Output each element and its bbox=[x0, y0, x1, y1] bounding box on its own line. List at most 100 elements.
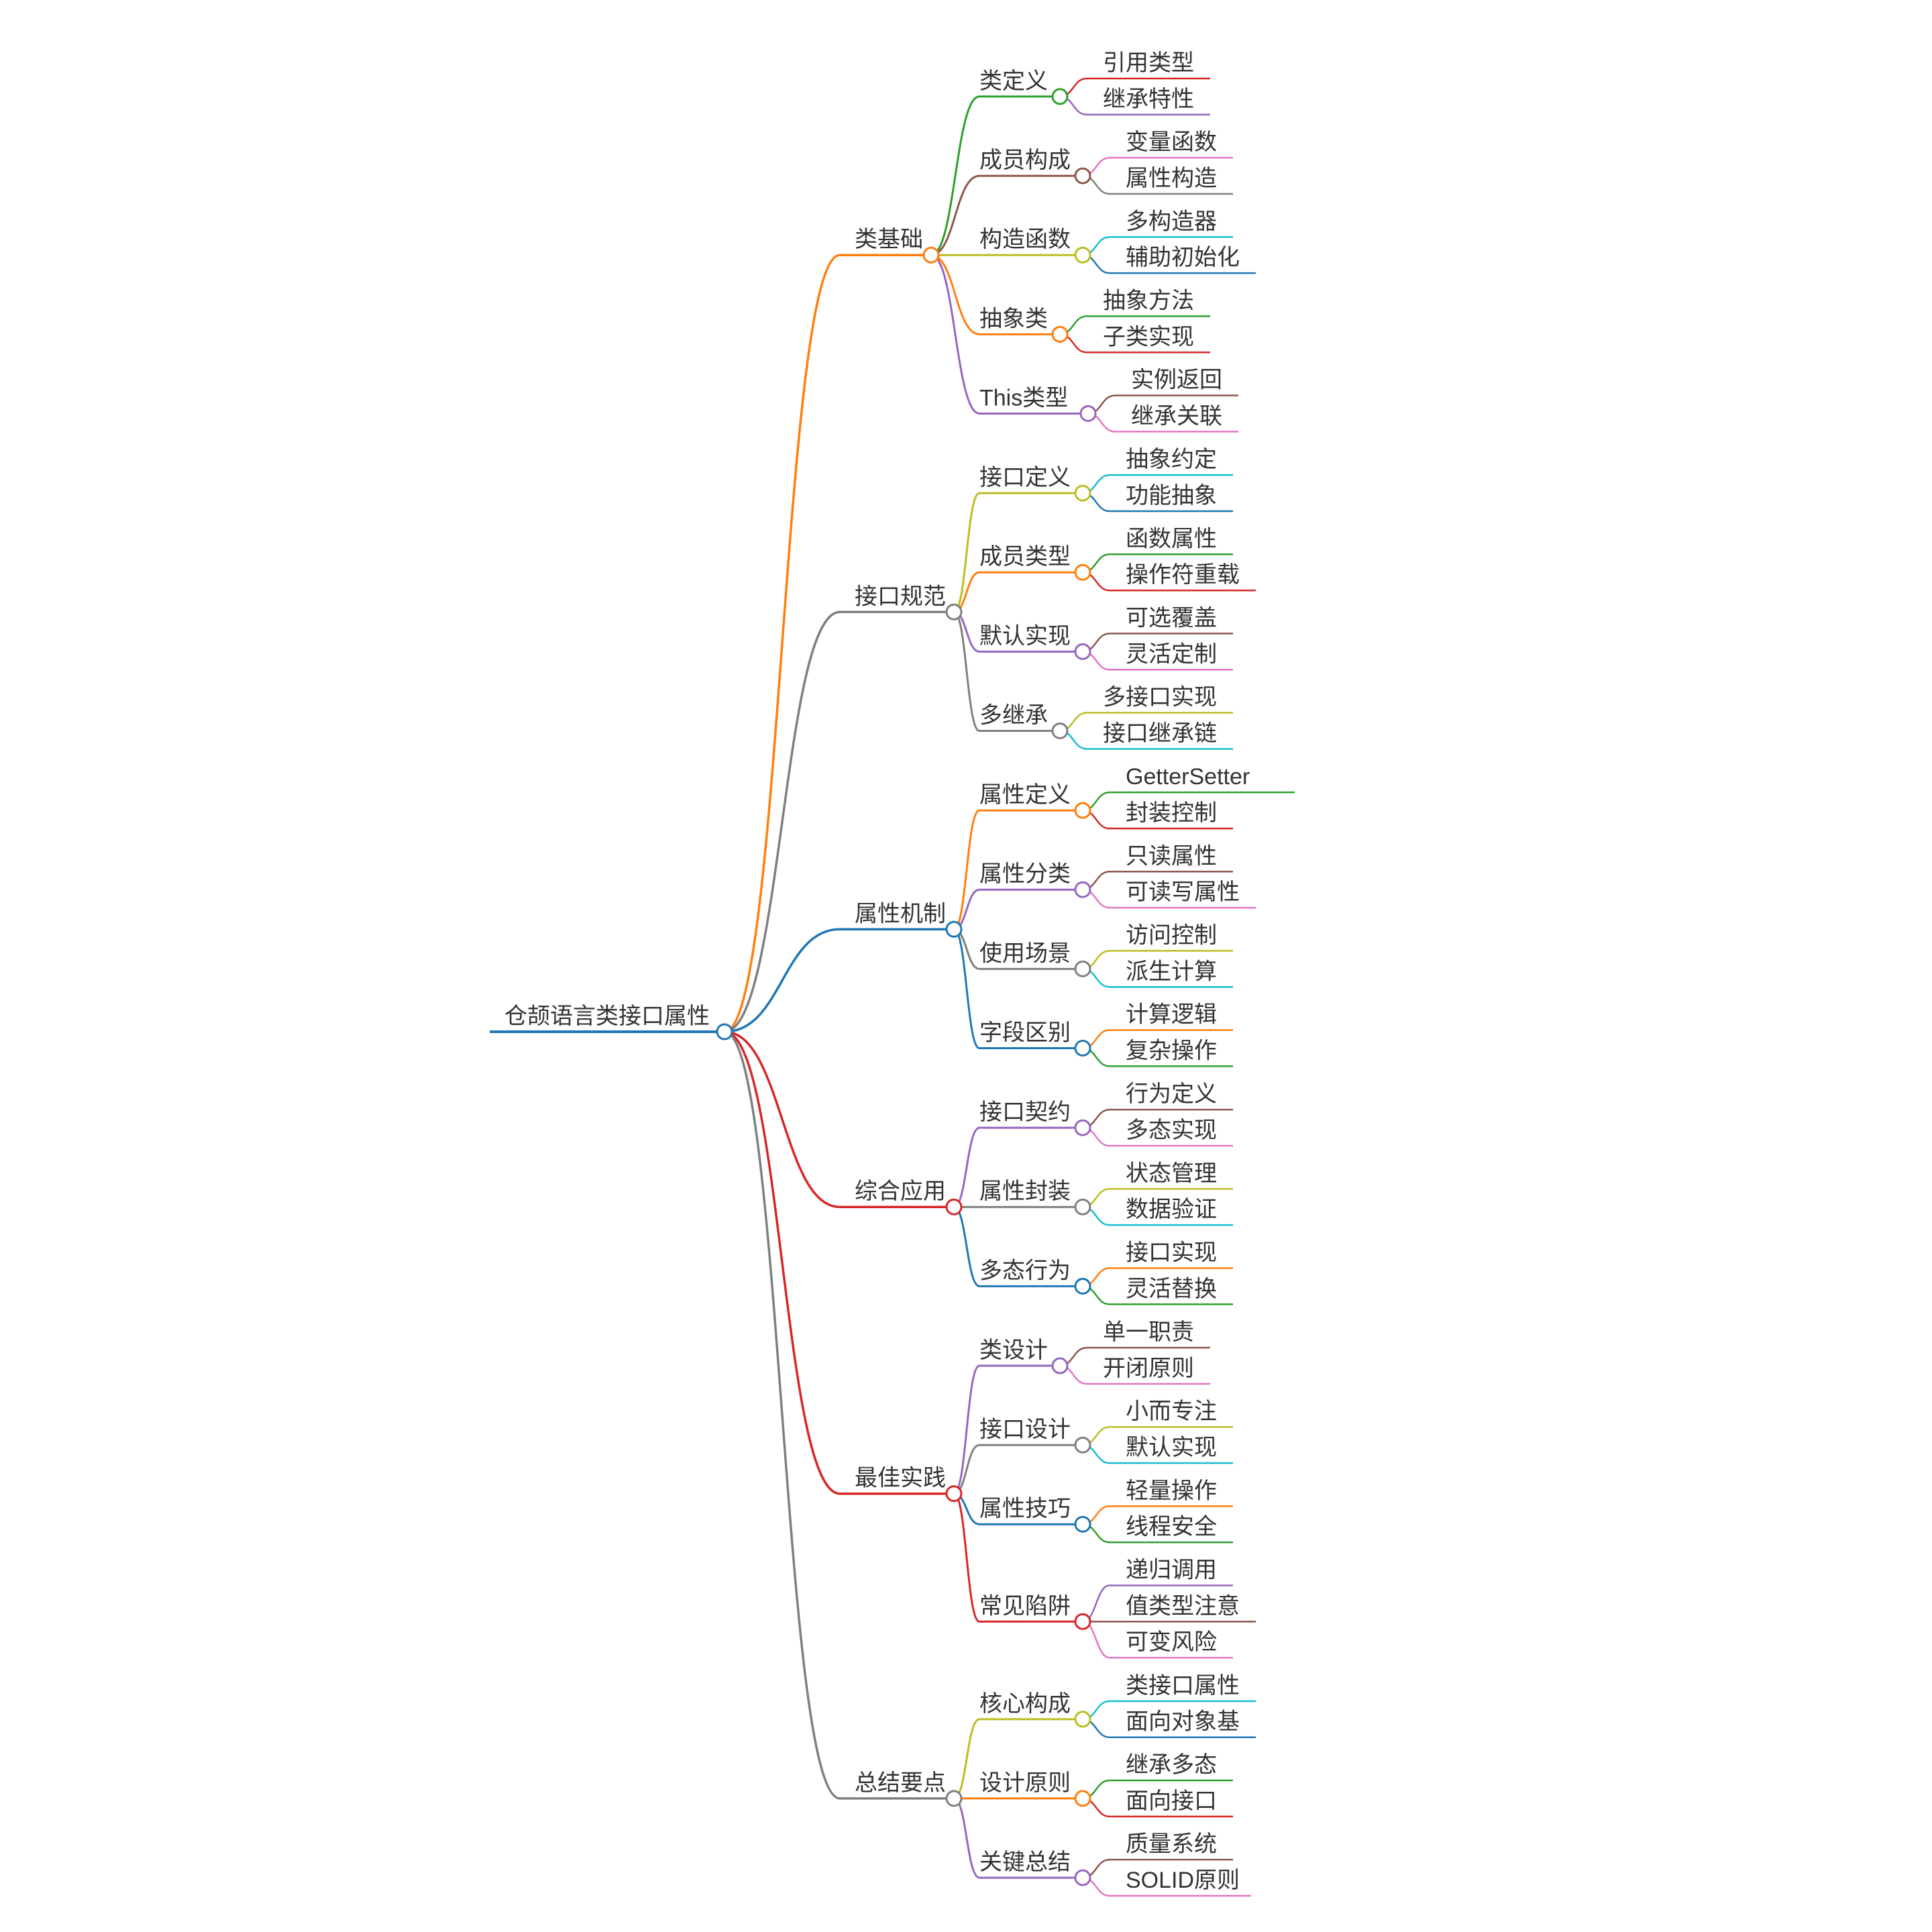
leaf-label: 多接口实现 bbox=[1103, 685, 1217, 710]
leaf-label: 计算逻辑 bbox=[1126, 1002, 1217, 1028]
sub-branch-label: 使用场景 bbox=[979, 941, 1071, 966]
leaf-label: 抽象方法 bbox=[1103, 288, 1194, 313]
sub-branch-label: 字段区别 bbox=[979, 1020, 1071, 1045]
leaf-label: 只读属性 bbox=[1126, 843, 1217, 869]
leaf-label: 可读写属性 bbox=[1126, 879, 1240, 905]
leaf-label: 继承多态 bbox=[1126, 1752, 1217, 1778]
sub-branch-node[interactable] bbox=[1051, 1357, 1069, 1375]
leaf-label: 面向对象基 bbox=[1126, 1709, 1240, 1735]
branch-label: 总结要点 bbox=[855, 1770, 946, 1796]
branch-edge bbox=[724, 610, 841, 1033]
sub-branch-node[interactable] bbox=[1074, 1869, 1091, 1886]
sub-branch-edge bbox=[930, 254, 980, 335]
leaf-label: 状态管理 bbox=[1126, 1161, 1217, 1186]
sub-branch-node[interactable] bbox=[1079, 405, 1097, 422]
leaf-label: 多构造器 bbox=[1126, 209, 1217, 234]
sub-branch-node[interactable] bbox=[1051, 722, 1069, 739]
sub-branch-node[interactable] bbox=[1074, 564, 1091, 581]
sub-branch-label: 成员类型 bbox=[979, 544, 1071, 570]
leaf-label: 灵活定制 bbox=[1126, 641, 1217, 667]
sub-branch-node[interactable] bbox=[1074, 1790, 1091, 1807]
sub-branch-label: This类型 bbox=[979, 385, 1068, 411]
sub-branch-node[interactable] bbox=[1074, 1436, 1091, 1454]
sub-branch-node[interactable] bbox=[1074, 802, 1091, 819]
sub-branch-label: 构造函数 bbox=[979, 227, 1071, 252]
mindmap-edges bbox=[490, 77, 1295, 1897]
sub-branch-node[interactable] bbox=[1074, 484, 1091, 502]
leaf-label: 子类实现 bbox=[1103, 324, 1194, 350]
leaf-label: 开闭原则 bbox=[1103, 1356, 1194, 1381]
sub-branch-node[interactable] bbox=[1074, 1711, 1091, 1728]
branch-edge bbox=[724, 928, 841, 1033]
leaf-label: 数据验证 bbox=[1126, 1197, 1217, 1222]
branch-edge bbox=[724, 1030, 841, 1495]
leaf-label: 单一职责 bbox=[1103, 1320, 1194, 1345]
leaf-label: 质量系统 bbox=[1126, 1831, 1217, 1857]
sub-branch-label: 属性分类 bbox=[979, 861, 1071, 887]
sub-branch-edge bbox=[930, 174, 980, 256]
sub-branch-node[interactable] bbox=[1074, 1039, 1091, 1057]
leaf-label: 功能抽象 bbox=[1126, 483, 1217, 508]
sub-branch-node[interactable] bbox=[1051, 325, 1069, 343]
branch-node[interactable] bbox=[945, 920, 963, 938]
sub-branch-node[interactable] bbox=[1074, 246, 1091, 264]
sub-branch-label: 成员构成 bbox=[979, 148, 1071, 173]
leaf-label: 派生计算 bbox=[1126, 959, 1217, 984]
sub-branch-node[interactable] bbox=[1074, 1119, 1091, 1136]
leaf-label: 小而专注 bbox=[1126, 1399, 1217, 1424]
sub-branch-label: 接口定义 bbox=[979, 465, 1071, 490]
sub-branch-node[interactable] bbox=[1074, 881, 1091, 898]
leaf-label: 实例返回 bbox=[1131, 368, 1222, 393]
branch-edge bbox=[724, 1030, 841, 1800]
leaf-label: 接口继承链 bbox=[1103, 720, 1217, 746]
sub-branch-node[interactable] bbox=[1074, 643, 1091, 660]
sub-branch-label: 属性封装 bbox=[979, 1179, 1071, 1204]
branch-node[interactable] bbox=[922, 246, 940, 264]
leaf-label: 可变风险 bbox=[1126, 1629, 1217, 1655]
branch-edge bbox=[724, 254, 841, 1033]
branch-node[interactable] bbox=[945, 1790, 963, 1807]
sub-branch-edge bbox=[953, 1797, 980, 1879]
leaf-label: 继承特性 bbox=[1103, 87, 1194, 112]
branch-label: 综合应用 bbox=[855, 1179, 946, 1204]
sub-branch-edge bbox=[953, 1493, 980, 1623]
leaf-label: 接口实现 bbox=[1126, 1240, 1217, 1265]
leaf-label: 抽象约定 bbox=[1126, 447, 1217, 472]
leaf-label: 可选覆盖 bbox=[1126, 605, 1217, 631]
sub-branch-label: 类设计 bbox=[979, 1338, 1048, 1363]
leaf-label: 辅助初始化 bbox=[1126, 245, 1240, 270]
sub-branch-label: 多态行为 bbox=[979, 1258, 1071, 1283]
leaf-label: 操作符重载 bbox=[1126, 562, 1240, 588]
branch-edge bbox=[724, 1030, 841, 1208]
root-label: 仓颉语言类接口属性 bbox=[504, 1004, 710, 1029]
sub-branch-label: 核心构成 bbox=[979, 1691, 1071, 1717]
sub-branch-node[interactable] bbox=[1074, 1613, 1091, 1630]
leaf-label: 函数属性 bbox=[1126, 526, 1217, 551]
branch-node[interactable] bbox=[945, 1485, 963, 1503]
sub-branch-node[interactable] bbox=[1074, 167, 1091, 184]
sub-branch-label: 多继承 bbox=[979, 702, 1048, 728]
leaf-label: 灵活替换 bbox=[1126, 1276, 1217, 1301]
sub-branch-label: 默认实现 bbox=[979, 623, 1071, 649]
sub-branch-edge bbox=[953, 1205, 980, 1287]
root-node[interactable] bbox=[716, 1023, 733, 1040]
leaf-label: 封装控制 bbox=[1126, 800, 1217, 826]
branch-node[interactable] bbox=[945, 1198, 963, 1216]
sub-branch-node[interactable] bbox=[1074, 1515, 1091, 1533]
branch-node[interactable] bbox=[945, 603, 963, 621]
sub-branch-label: 接口设计 bbox=[979, 1417, 1071, 1442]
sub-branch-label: 类定义 bbox=[979, 68, 1048, 94]
sub-branch-edge bbox=[953, 1718, 980, 1800]
leaf-label: 线程安全 bbox=[1126, 1514, 1217, 1540]
sub-branch-edge bbox=[930, 95, 980, 256]
sub-branch-node[interactable] bbox=[1051, 88, 1069, 105]
leaf-label: 复杂操作 bbox=[1126, 1038, 1217, 1063]
sub-branch-node[interactable] bbox=[1074, 1277, 1091, 1295]
leaf-label: 面向接口 bbox=[1126, 1788, 1217, 1814]
leaf-label: 递归调用 bbox=[1126, 1557, 1217, 1582]
sub-branch-node[interactable] bbox=[1074, 1198, 1091, 1216]
sub-branch-node[interactable] bbox=[1074, 960, 1091, 977]
sub-branch-edge bbox=[953, 1364, 980, 1495]
leaf-label: GetterSetter bbox=[1126, 764, 1250, 790]
